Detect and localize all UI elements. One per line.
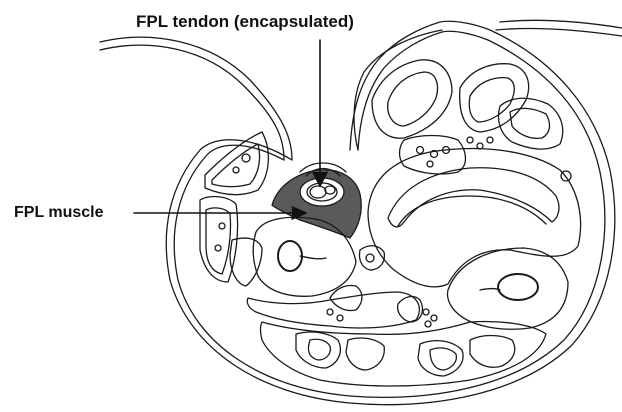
fpl-muscle-label: FPL muscle xyxy=(14,205,104,221)
ulna-bone xyxy=(447,248,568,329)
lower-compartment xyxy=(261,309,547,386)
upper-right-compartment xyxy=(372,60,571,181)
central-muscle xyxy=(368,149,581,287)
left-tendon-group xyxy=(200,132,268,286)
fpl-tendon-label: FPL tendon (encapsulated) xyxy=(136,13,354,30)
